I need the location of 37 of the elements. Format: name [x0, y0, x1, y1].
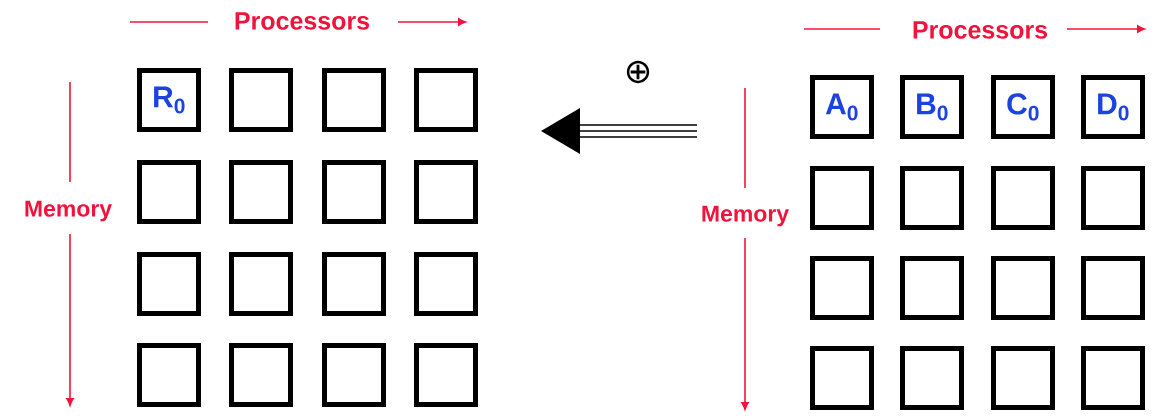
memory-cell — [1081, 166, 1145, 230]
memory-cell — [1081, 346, 1145, 410]
memory-cell — [1081, 256, 1145, 320]
memory-cell — [900, 346, 964, 410]
memory-cell — [322, 160, 386, 224]
operator-symbol: ⊕ — [626, 60, 650, 84]
axis-label: Memory — [702, 205, 789, 227]
axis-label: Memory — [25, 200, 112, 222]
memory-cell — [414, 343, 478, 407]
memory-cell — [900, 256, 964, 320]
memory-cell — [322, 343, 386, 407]
axis-label: Processors — [913, 21, 1048, 39]
memory-cell: D$_{0}$ — [1081, 75, 1145, 139]
axis-label: Processors — [235, 12, 370, 30]
memory-cell — [322, 68, 386, 132]
memory-cell — [229, 68, 293, 132]
memory-cell — [414, 160, 478, 224]
memory-cell — [229, 252, 293, 316]
memory-cell — [991, 166, 1055, 230]
memory-cell: C$_{0}$ — [991, 75, 1055, 139]
memory-cell — [810, 346, 874, 410]
memory-cell: A$_{0}$ — [810, 75, 874, 139]
memory-cell — [414, 68, 478, 132]
memory-cell — [900, 166, 964, 230]
memory-cell — [229, 160, 293, 224]
memory-cell — [810, 166, 874, 230]
memory-cell — [137, 160, 201, 224]
memory-cell: B$_{0}$ — [900, 75, 964, 139]
memory-cell — [322, 252, 386, 316]
memory-cell — [414, 252, 478, 316]
memory-cell — [991, 256, 1055, 320]
memory-cell — [810, 256, 874, 320]
memory-cell — [137, 343, 201, 407]
memory-cell: R$_{0}$ — [137, 68, 201, 132]
memory-cell — [137, 252, 201, 316]
memory-cell — [229, 343, 293, 407]
memory-cell — [991, 346, 1055, 410]
